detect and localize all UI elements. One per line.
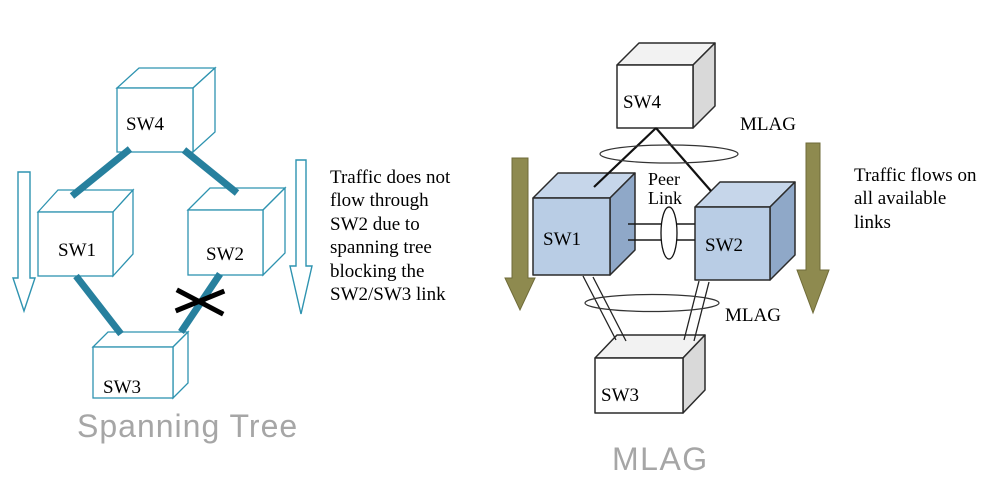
spanning-tree-title: Spanning Tree [77,408,299,444]
spanning-tree-diagram [12,66,313,400]
blocked-flow-arrow-right-icon [289,159,313,315]
mlag-uplink-ellipse [599,144,739,164]
sw4-cube-right [616,42,716,129]
uplink-sw4-sw2 [655,127,712,192]
sw3-label-left: SW3 [103,377,141,398]
mlag-downlink-ellipse [584,293,720,313]
peer-link-ellipse [660,206,678,260]
link-sw4-sw1 [69,146,133,199]
sw2-cube-right [694,181,796,281]
sw1-label-left: SW1 [58,240,96,261]
blocked-flow-arrow-left-icon [12,171,36,314]
link-sw1-sw3 [73,273,124,337]
peer-link-label: Peer Link [648,169,682,208]
mlag-annotation: Traffic flows on all available links [854,165,977,233]
uplink-sw4-sw1 [593,127,657,188]
traffic-flow-arrow-left-icon [504,157,536,312]
mlag-diagram [504,42,830,414]
sw2-label-left: SW2 [206,244,244,265]
sw4-label-left: SW4 [126,114,164,135]
sw3-cube-right [594,334,706,414]
mlag-title: MLAG [612,441,709,477]
sw4-label-right: SW4 [623,92,661,113]
sw1-cube-right [532,172,636,276]
mlag-downlink-label: MLAG [725,305,781,326]
sw2-cube-left [186,186,287,277]
mlag-uplink-label: MLAG [740,114,796,135]
sw1-label-right: SW1 [543,229,581,250]
link-sw4-sw2 [181,147,240,196]
downlink-sw2-sw3 [683,280,710,342]
sw1-cube-left [36,188,135,278]
blocked-x-icon [174,287,226,317]
sw4-cube-left [115,66,217,154]
sw3-cube-left [91,330,190,400]
sw3-label-right: SW3 [601,385,639,406]
spanning-tree-annotation: Traffic does not flow through SW2 due to… [330,167,451,306]
sw2-label-right: SW2 [705,235,743,256]
traffic-flow-arrow-right-icon [796,142,830,315]
